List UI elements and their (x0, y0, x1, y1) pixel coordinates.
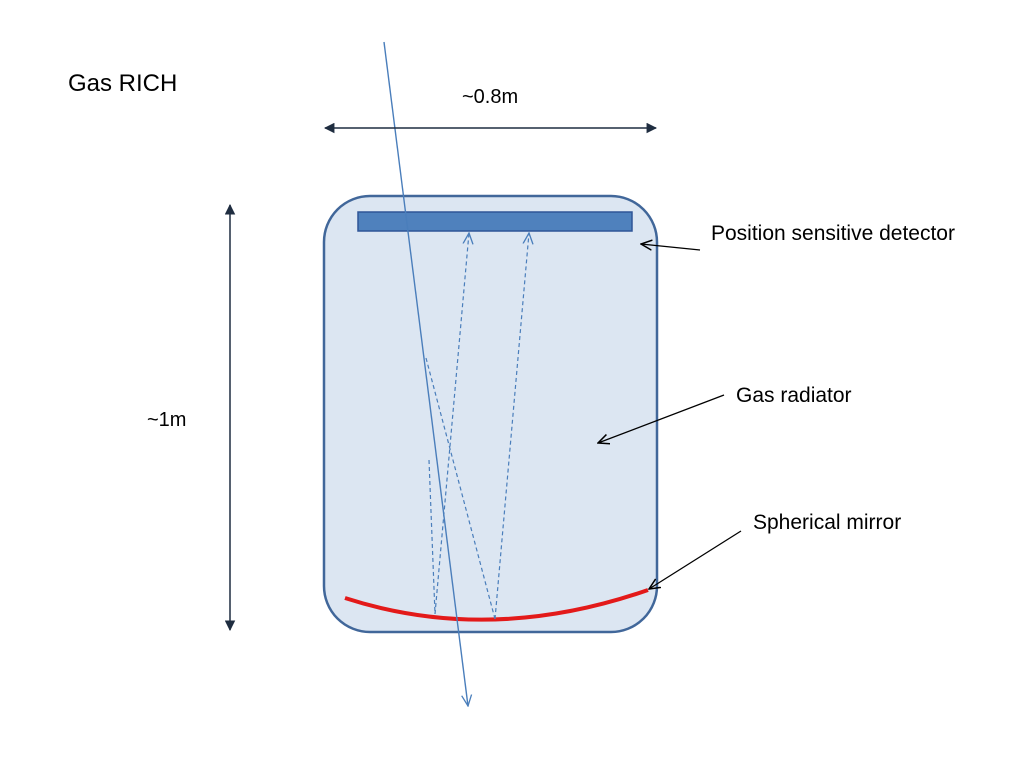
photon-ray-left-emitted (428, 459, 436, 615)
detector-label: Position sensitive detector (711, 222, 955, 245)
photon-ray-right-emitted (425, 357, 496, 620)
cherenkov-photon-paths (425, 233, 529, 620)
width-dimension-label: ~0.8m (462, 86, 519, 108)
radiator-label: Gas radiator (736, 384, 852, 407)
mirror-label: Spherical mirror (753, 511, 902, 534)
gas-radiator-vessel (322, 194, 659, 634)
position-sensitive-detector (357, 211, 633, 232)
charged-particle-track (383, 41, 468, 706)
radiator-pointer-arrow (598, 394, 725, 443)
diagram-title: Gas RICH (68, 70, 178, 97)
photon-ray-left-reflected (434, 233, 469, 615)
detector-pointer-arrow (641, 244, 701, 250)
height-dimension-label: ~1m (147, 409, 187, 431)
photon-ray-right-reflected (494, 233, 529, 620)
mirror-pointer-arrow (649, 530, 742, 589)
spherical-mirror (344, 588, 649, 622)
